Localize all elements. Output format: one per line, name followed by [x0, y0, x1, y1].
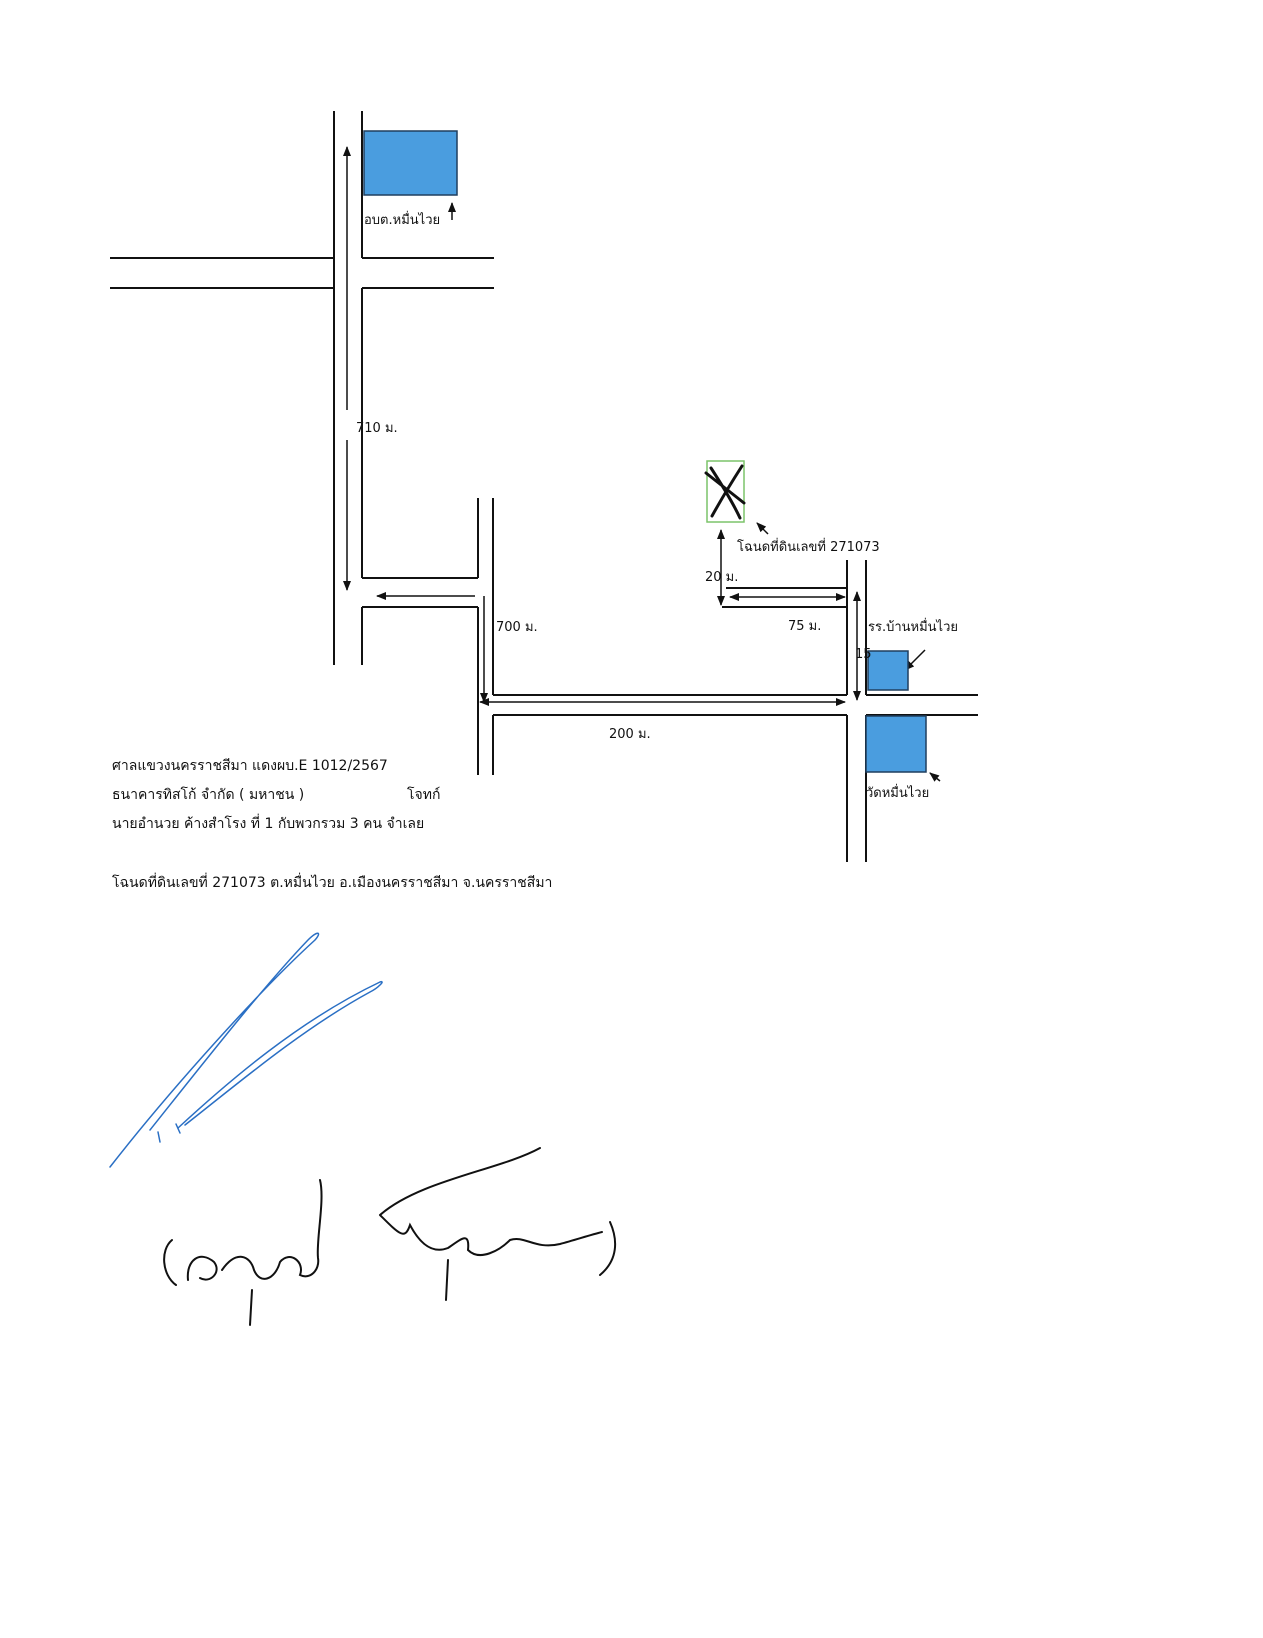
signature-stroke-2: [177, 980, 383, 1129]
label-school: รร.บ้านหมื่นไวย: [868, 618, 958, 635]
road-network: [110, 111, 978, 862]
label-deed-pointer: โฉนดที่ดินเลขที่ 271073: [737, 538, 880, 555]
distance-20: 20 ม.: [705, 570, 738, 585]
arrow-deed-pointer: [756, 522, 769, 535]
distance-710: 710 ม.: [356, 421, 398, 436]
signature-stroke-3: [157, 1123, 181, 1143]
obt-building: [363, 130, 458, 196]
label-temple: วัดหมื่นไวย: [866, 784, 929, 801]
case-defendant-line: นายอำนวย ค้างสำโรง ที่ 1 กับพวกรวม 3 คน …: [112, 816, 425, 832]
distance-75: 75 ม.: [788, 619, 821, 634]
distance-arrows: [343, 146, 941, 782]
signature-drawing: [109, 932, 617, 1326]
signature-stroke-1: [109, 932, 320, 1168]
distance-700: 700 ม.: [496, 620, 538, 635]
distance-200: 200 ม.: [609, 727, 651, 742]
temple-building: [865, 715, 927, 773]
case-plaintiff-line: ธนาคารทิสโก้ จำกัด ( มหาชน ): [112, 787, 305, 803]
land-plot-cross: [704, 464, 746, 520]
case-court-line: ศาลแขวงนครราชสีมา แดงผบ.E 1012/2567: [112, 758, 388, 774]
case-plaintiff-role: โจทก์: [407, 787, 441, 803]
school-building: [867, 650, 909, 691]
label-school-distance-fragment: 15: [855, 647, 872, 662]
land-plot-marker: [704, 460, 746, 523]
arrow-temple-pointer: [929, 772, 941, 782]
case-deed-line: โฉนดที่ดินเลขที่ 271073 ต.หมื่นไวย อ.เมื…: [112, 875, 553, 891]
label-obt: อบต.หมื่นไวย: [364, 211, 440, 228]
handwriting-name: [163, 1147, 617, 1326]
